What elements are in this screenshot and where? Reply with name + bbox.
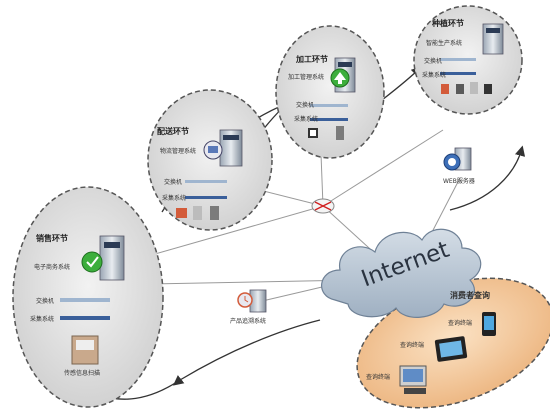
zone-sales	[12, 186, 164, 408]
processing-switch-icon	[310, 104, 348, 107]
sales-switch-label: 交换机	[36, 298, 55, 305]
link-web-internet	[429, 177, 461, 237]
planting-switch-icon	[440, 58, 476, 61]
internet-cloud	[321, 228, 482, 318]
sales-collect-label: 采集系统	[30, 316, 55, 323]
router-icon	[311, 198, 335, 214]
planting-server-icon	[482, 23, 504, 55]
processing-title: 加工环节	[296, 55, 328, 64]
distribution-title: 配送环节	[157, 127, 189, 136]
planting-switch-label: 交换机	[424, 58, 443, 65]
web-server-label: WEB服务器	[443, 178, 475, 185]
sales-system-label: 电子商务系统	[34, 264, 71, 271]
processing-collect-icon	[310, 118, 348, 121]
arrow-bottom-curve	[94, 319, 321, 400]
sales-collect-icon	[60, 316, 110, 320]
processing-system-label: 加工管理系统	[288, 74, 325, 81]
sales-title: 销售环节	[36, 234, 68, 243]
sales-scan-icon	[71, 335, 99, 365]
arrow-to-planting	[449, 145, 526, 211]
sales-switch-icon	[60, 298, 110, 302]
consumer-terminal-2-label: 查询终端	[400, 342, 425, 349]
tablet-icon	[434, 336, 468, 362]
arrow-processing-to-planting	[381, 66, 422, 101]
distribution-collect-label: 采集系统	[162, 195, 187, 202]
processing-devices-icon	[308, 126, 344, 140]
consumer-terminal-3-label: 查询终端	[366, 374, 391, 381]
sales-server-icon	[81, 235, 125, 281]
consumer-terminal-1-label: 查询终端	[448, 320, 473, 327]
distribution-system-label: 物流管理系统	[160, 148, 197, 155]
processing-collect-label: 采集系统	[294, 116, 319, 123]
planting-devices-icon	[441, 82, 492, 94]
processing-switch-label: 交换机	[296, 102, 315, 109]
zone-distribution	[147, 89, 273, 231]
distribution-devices-icon	[176, 206, 219, 220]
sales-scan-label: 传感信息扫描	[64, 370, 101, 377]
phone-icon	[482, 312, 496, 336]
distribution-server-icon	[203, 129, 243, 167]
planting-collect-label: 采集系统	[422, 72, 447, 79]
distribution-switch-icon	[185, 180, 227, 183]
distribution-collect-icon	[185, 196, 227, 199]
processing-server-icon	[330, 57, 356, 93]
planting-collect-icon	[440, 72, 476, 75]
trace-server-icon	[237, 289, 267, 313]
distribution-switch-label: 交换机	[164, 179, 183, 186]
web-server-icon	[443, 147, 472, 171]
zone-processing	[275, 25, 385, 159]
consumer-title: 消费者查询	[450, 291, 490, 300]
link-sales-internet	[149, 279, 356, 285]
link-router-planting	[322, 129, 444, 207]
trace-system-label: 产品追溯系统	[230, 318, 267, 325]
planting-system-label: 智能生产系统	[426, 40, 463, 47]
planting-title: 种植环节	[432, 19, 464, 28]
arrow-bottom-head	[172, 375, 185, 386]
computer-icon	[399, 365, 427, 394]
